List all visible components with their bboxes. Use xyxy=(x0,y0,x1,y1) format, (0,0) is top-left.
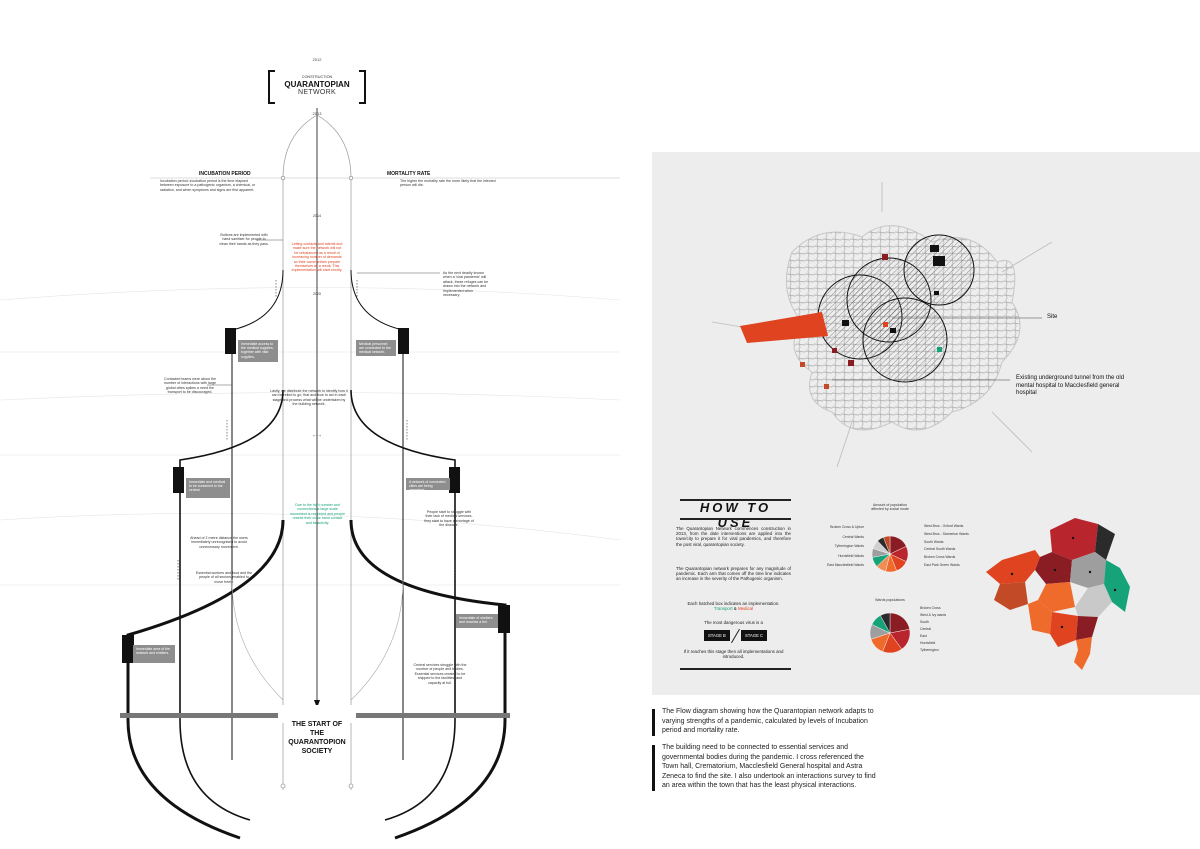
ward-center-1 xyxy=(1038,582,1075,612)
tunnel-label: Existing underground tunnel from the old… xyxy=(1016,375,1125,397)
header-label: CONSTRUCTION xyxy=(301,75,333,79)
note-12: People start to struggle with their lack… xyxy=(424,510,474,528)
bracket-right xyxy=(359,70,366,104)
tunnel-arrow xyxy=(740,312,828,343)
society-title: THE START OF THE QUARANTOPION SOCIETY xyxy=(288,721,346,755)
incubation-title: INCUBATION PERIOD xyxy=(199,171,251,177)
note-11: Ahead of 2 metre distance the users imme… xyxy=(190,536,248,549)
header-year-top: 2012 xyxy=(312,57,322,62)
pie2-right-labels: Broken Cross West & Ivy wards South Cent… xyxy=(920,606,947,652)
how-p5: If it reaches this stage then all implem… xyxy=(683,649,784,660)
stage-tag-b-left xyxy=(173,467,184,493)
stage-tag-a-right xyxy=(398,328,409,354)
note-16: Immediate area of the network and shelte… xyxy=(133,645,175,663)
caption-2: The building need to be connected to ess… xyxy=(662,744,876,790)
note-6: Contacted teams were about the number of… xyxy=(164,377,216,395)
how-title-rule-bottom xyxy=(680,518,791,520)
timeline-arrow xyxy=(314,700,320,708)
how-title-rule-top xyxy=(680,499,791,501)
mortality-desc: The higher the mortality rate the more l… xyxy=(400,179,496,188)
pie1-slice-9 xyxy=(883,535,891,555)
town-map xyxy=(711,182,1053,468)
ward-north-1 xyxy=(1050,518,1098,560)
ward-west-1 xyxy=(986,550,1040,584)
ward-south-2 xyxy=(1050,612,1078,647)
site-label: Site xyxy=(1047,314,1058,320)
stage-tag-a-left xyxy=(225,328,236,354)
ward-south-3 xyxy=(1076,616,1098,640)
pie-chart-1 xyxy=(871,535,909,573)
how-p4: The most dangerous virus is a xyxy=(704,620,763,625)
caption-bar-1 xyxy=(652,709,655,736)
bracket-left xyxy=(268,70,275,104)
stage-c-chip: STAGE C xyxy=(741,630,768,641)
pie2-title: Wards populations xyxy=(875,598,905,602)
caption-1: The Flow diagram showing how the Quarant… xyxy=(662,708,874,735)
year-2014: 2014 xyxy=(313,214,321,218)
note-3: As the next deadly known when a 'viral p… xyxy=(443,271,489,298)
legend-medical: Medical xyxy=(737,606,754,612)
note-1: Buttons are implemented with hand saniti… xyxy=(219,233,269,246)
ward-center-2 xyxy=(1070,552,1106,588)
ward-tail xyxy=(1074,637,1092,670)
ward-west-2 xyxy=(994,582,1028,610)
header-year-below: 2013 xyxy=(312,111,322,116)
how-p2: The Quarantopian network prepares for an… xyxy=(676,566,791,582)
how-bottom-rule xyxy=(680,668,791,670)
year-2020: 2020 xyxy=(313,292,321,296)
how-p3: Each hatched box indicates an implementa… xyxy=(687,601,780,612)
legend-transport: Transport xyxy=(713,606,733,612)
pie1-left-labels: Broken Cross & Upton Central Wards Tythe… xyxy=(827,525,864,567)
ward-south-1 xyxy=(1028,600,1052,634)
stage-b-chip: STAGE B xyxy=(704,630,730,641)
pie2-slice-6 xyxy=(880,612,891,634)
incubation-desc: Incubation period: incubation period is … xyxy=(160,179,256,192)
how-p1: The Quarantopian Network commences const… xyxy=(676,526,791,547)
zone-circle-3 xyxy=(862,297,948,383)
ward-east xyxy=(1104,560,1130,612)
caption-bar-2 xyxy=(652,745,655,791)
pie1-right-labels: West Bros - Oxford Wards West Bros - Sto… xyxy=(924,524,969,567)
note-5: Medical personnel are connected to the m… xyxy=(356,340,396,356)
stage-tag-b-right xyxy=(449,467,460,493)
note-4: Immediate access to the medical supplies… xyxy=(238,340,278,362)
ward-ne xyxy=(1095,524,1115,560)
ward-map xyxy=(986,518,1130,670)
header-subtitle: NETWORK xyxy=(298,89,336,96)
pie1-title: Amount of population affected by social … xyxy=(871,503,909,512)
stage-tag-c-right xyxy=(498,605,510,633)
note-9: A network of connected cities are being … xyxy=(406,478,450,492)
ward-center-3 xyxy=(1075,584,1112,617)
guide-lines xyxy=(0,287,620,586)
note-8: Immediate and medical to be contained to… xyxy=(186,478,230,498)
ward-north-2 xyxy=(1035,552,1072,584)
note-15: Immediate of shelters and reaches a full… xyxy=(456,614,498,628)
zone-circle-4 xyxy=(903,234,975,306)
timeline-marker: + + + xyxy=(312,434,322,438)
mortality-title: MORTALITY RATE xyxy=(387,171,431,177)
note-13: Essential workers and food and the peopl… xyxy=(195,571,253,584)
note-10: Due to the high number and connections a… xyxy=(290,503,345,525)
note-7: Lastly, we distribute the network to ide… xyxy=(270,389,348,407)
pie-chart-2 xyxy=(869,612,911,654)
stage-tag-c-left xyxy=(122,635,134,663)
header-title: QUARANTOPIAN xyxy=(284,80,350,89)
note-2: Letting contacts and talents and make su… xyxy=(291,242,343,273)
note-14: Central services struggle with the numbe… xyxy=(413,663,467,685)
